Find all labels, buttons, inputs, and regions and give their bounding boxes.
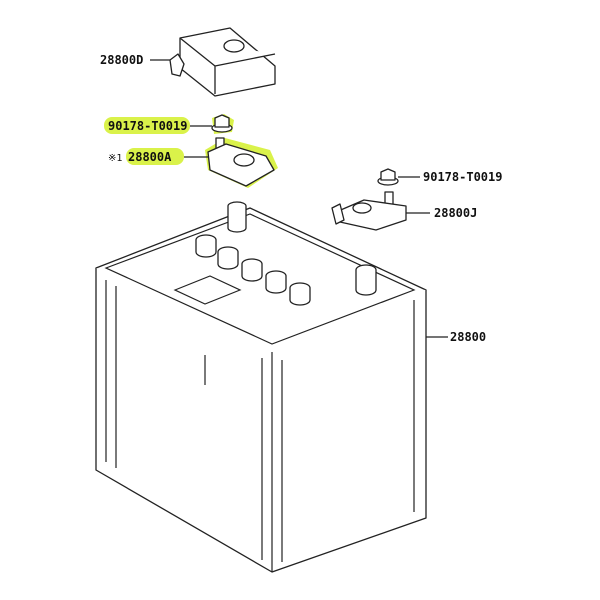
label-clamp-positive: 28800A bbox=[128, 150, 172, 164]
clamp-negative-shape bbox=[331, 191, 430, 231]
label-nut-left: 90178-T0019 bbox=[108, 119, 187, 133]
nut-left-shape bbox=[190, 114, 233, 133]
label-clamp-positive-prefix: ※1 bbox=[108, 153, 122, 164]
terminal-cover bbox=[150, 27, 276, 97]
label-battery: 28800 bbox=[450, 330, 486, 344]
label-clamp-negative: 28800J bbox=[434, 206, 477, 220]
nut-right-shape bbox=[377, 168, 420, 186]
highlight-clamp-positive-label bbox=[126, 148, 184, 165]
clamp-positive-shape bbox=[184, 137, 275, 187]
highlight-nut-left bbox=[104, 117, 190, 134]
label-nut-right: 90178-T0019 bbox=[423, 170, 502, 184]
battery-shape bbox=[95, 201, 448, 573]
label-cover: 28800D bbox=[100, 53, 143, 67]
